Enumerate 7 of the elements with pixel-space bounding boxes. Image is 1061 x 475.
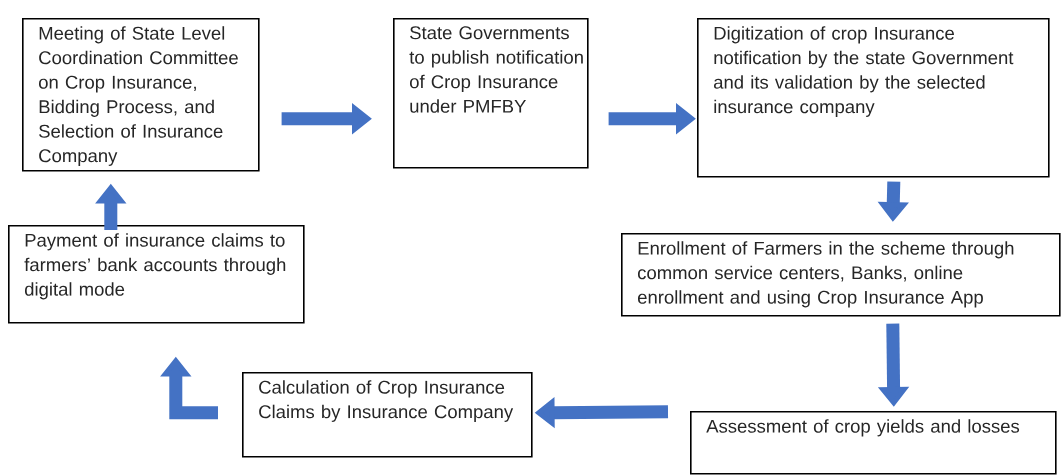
process-box: Meeting of State Level Coordination Committee on Crop Insurance, Bidding Process, and Selection of Insurance Company [22, 18, 260, 172]
process-box: Assessment of crop yields and losses [690, 411, 1057, 475]
process-box: Payment of insurance claims to farmers’ bank accounts through digital mode [8, 225, 305, 324]
process-box: State Governments to publish notification of Crop Insurance under PMFBY [393, 18, 589, 169]
process-box: Enrollment of Farmers in the scheme through common service centers, Banks, online enrollment and using Crop Insurance App [621, 233, 1061, 317]
process-box: Calculation of Crop Insurance Claims by Insurance Company [242, 372, 533, 458]
process-box: Digitization of crop Insurance notification by the state Government and its validation by the selected insurance company [697, 18, 1050, 178]
